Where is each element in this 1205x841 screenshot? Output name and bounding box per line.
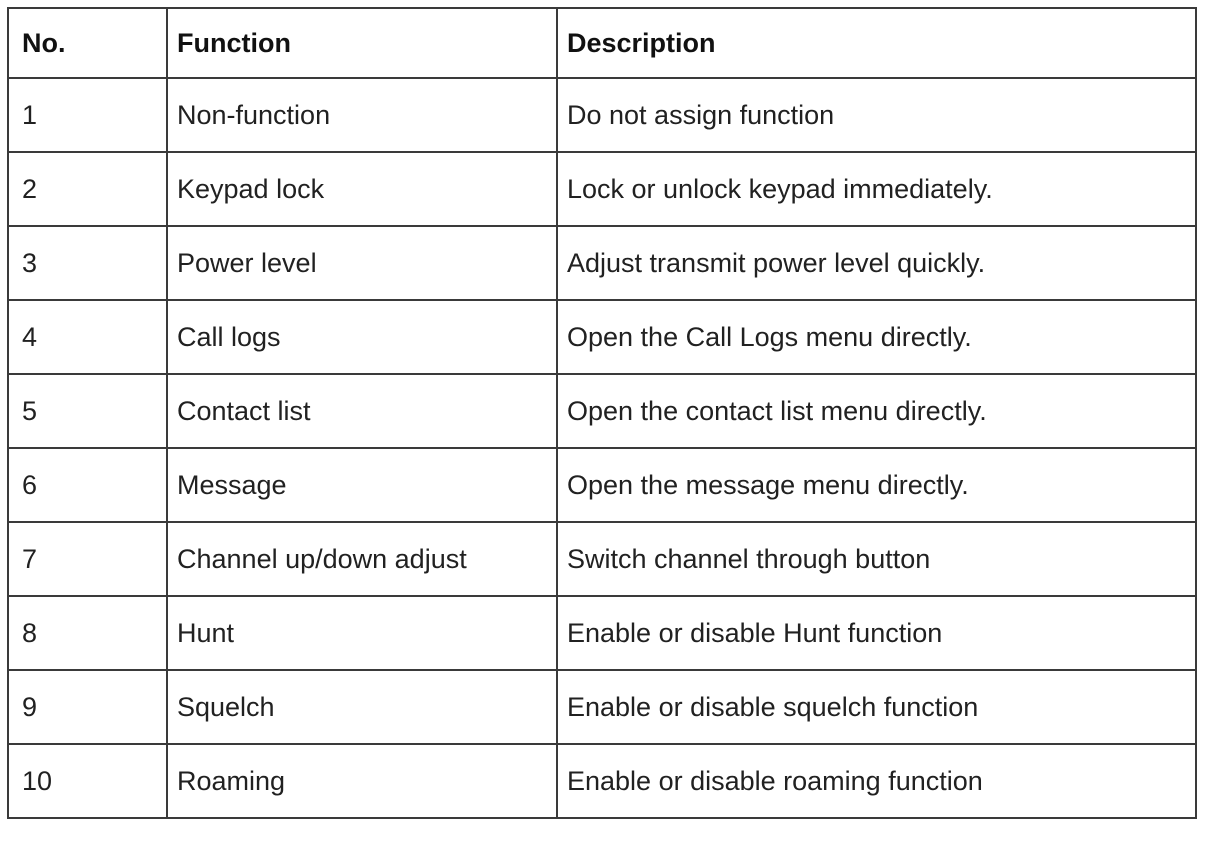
- cell-function: Contact list: [166, 373, 558, 449]
- cell-description: Do not assign function: [556, 77, 1197, 153]
- cell-no: 10: [7, 743, 168, 819]
- cell-description: Open the message menu directly.: [556, 447, 1197, 523]
- cell-no: 5: [7, 373, 168, 449]
- cell-no: 6: [7, 447, 168, 523]
- function-table-container: No. Function Description 1 Non-function …: [7, 7, 1197, 819]
- cell-no: 9: [7, 669, 168, 745]
- table-row: 8 Hunt Enable or disable Hunt function: [7, 595, 1197, 671]
- cell-description: Adjust transmit power level quickly.: [556, 225, 1197, 301]
- cell-function: Keypad lock: [166, 151, 558, 227]
- cell-function: Hunt: [166, 595, 558, 671]
- cell-no: 3: [7, 225, 168, 301]
- column-header-function: Function: [166, 7, 558, 79]
- table-header: No. Function Description: [7, 7, 1197, 79]
- cell-function: Non-function: [166, 77, 558, 153]
- cell-no: 2: [7, 151, 168, 227]
- cell-no: 4: [7, 299, 168, 375]
- column-header-no: No.: [7, 7, 168, 79]
- cell-function: Roaming: [166, 743, 558, 819]
- table-body: 1 Non-function Do not assign function 2 …: [7, 77, 1197, 819]
- cell-function: Call logs: [166, 299, 558, 375]
- table-row: 4 Call logs Open the Call Logs menu dire…: [7, 299, 1197, 375]
- cell-function: Squelch: [166, 669, 558, 745]
- cell-description: Enable or disable roaming function: [556, 743, 1197, 819]
- cell-function: Message: [166, 447, 558, 523]
- table-row: 5 Contact list Open the contact list men…: [7, 373, 1197, 449]
- cell-function: Channel up/down adjust: [166, 521, 558, 597]
- table-row: 3 Power level Adjust transmit power leve…: [7, 225, 1197, 301]
- cell-description: Enable or disable Hunt function: [556, 595, 1197, 671]
- function-table: No. Function Description 1 Non-function …: [7, 7, 1197, 819]
- table-row: 10 Roaming Enable or disable roaming fun…: [7, 743, 1197, 819]
- cell-no: 1: [7, 77, 168, 153]
- table-row: 1 Non-function Do not assign function: [7, 77, 1197, 153]
- table-row: 6 Message Open the message menu directly…: [7, 447, 1197, 523]
- cell-description: Switch channel through button: [556, 521, 1197, 597]
- table-row: 9 Squelch Enable or disable squelch func…: [7, 669, 1197, 745]
- column-header-description: Description: [556, 7, 1197, 79]
- cell-description: Enable or disable squelch function: [556, 669, 1197, 745]
- header-row: No. Function Description: [7, 7, 1197, 79]
- cell-no: 8: [7, 595, 168, 671]
- cell-no: 7: [7, 521, 168, 597]
- table-row: 2 Keypad lock Lock or unlock keypad imme…: [7, 151, 1197, 227]
- cell-description: Open the contact list menu directly.: [556, 373, 1197, 449]
- cell-description: Open the Call Logs menu directly.: [556, 299, 1197, 375]
- table-row: 7 Channel up/down adjust Switch channel …: [7, 521, 1197, 597]
- cell-function: Power level: [166, 225, 558, 301]
- cell-description: Lock or unlock keypad immediately.: [556, 151, 1197, 227]
